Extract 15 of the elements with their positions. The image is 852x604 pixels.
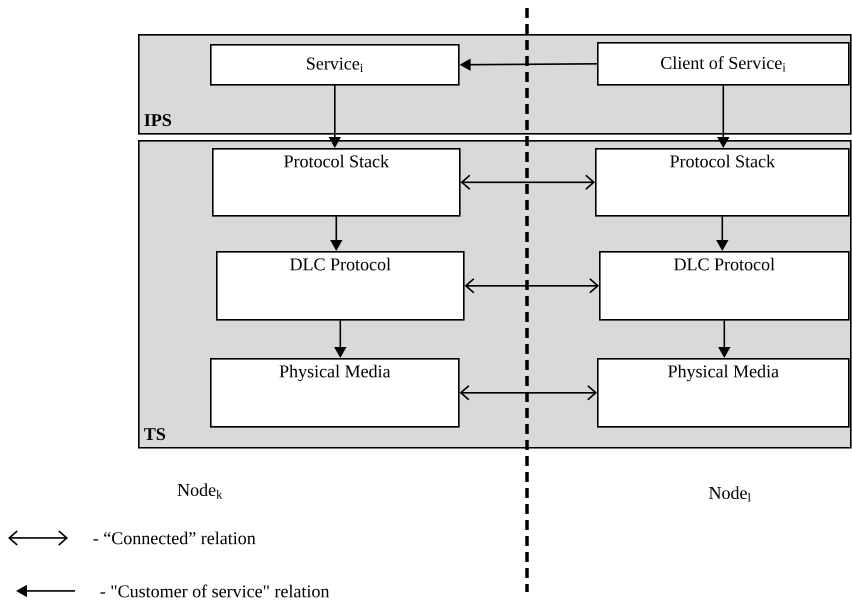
process-box: DLC Protocol	[599, 250, 850, 321]
process-box: Protocol Stack	[595, 148, 850, 217]
legend-text: - “Connected” relation	[93, 532, 256, 544]
process-box: Physical Media	[210, 358, 460, 428]
process-box: Protocol Stack	[212, 148, 461, 217]
arrow	[464, 278, 599, 294]
node-label: Node$_{k}$	[178, 483, 222, 499]
process-box: Client of Service$_{i}$	[597, 42, 850, 86]
arrow	[460, 174, 595, 190]
arrow	[460, 385, 597, 400]
node-label: Node$_{l}$	[709, 486, 751, 502]
process-box: DLC Protocol	[216, 250, 465, 321]
process-box: Service$_{i}$	[210, 44, 460, 86]
legend-text: - "Customer of service" relation	[100, 584, 330, 598]
process-box: Physical Media	[597, 358, 850, 428]
